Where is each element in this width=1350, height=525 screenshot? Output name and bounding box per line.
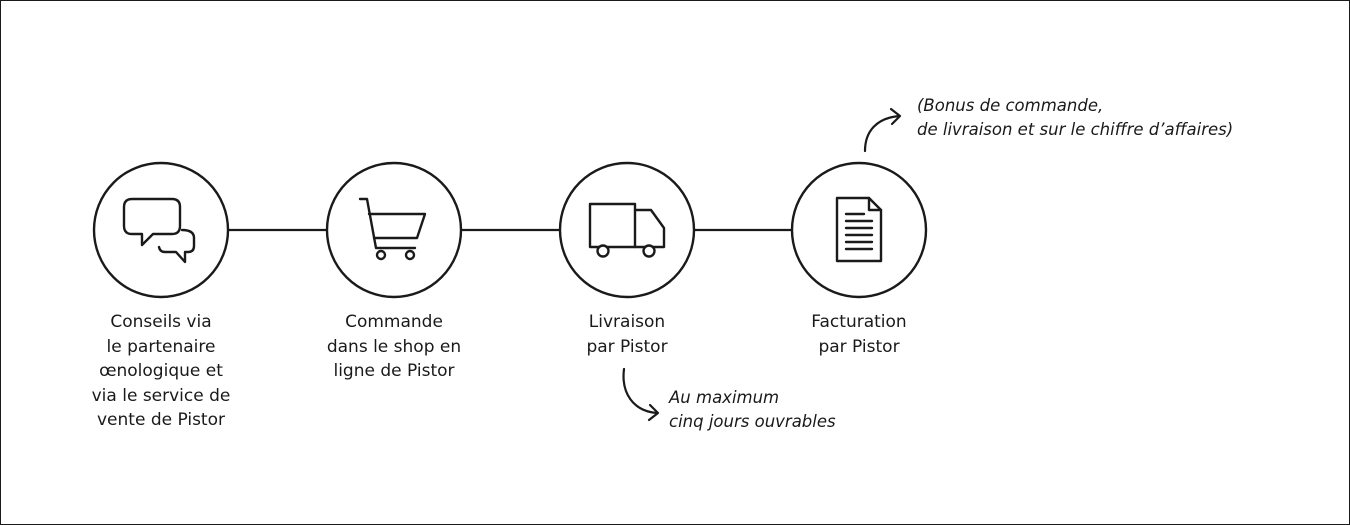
billing-bonus-note: (Bonus de commande, de livraison et sur …: [917, 96, 1234, 139]
step-circle: [325, 161, 463, 299]
shopping-cart-icon: [358, 197, 427, 261]
step-circle: [558, 161, 696, 299]
step-label-delivery: Livraison par Pistor: [586, 312, 668, 357]
curved-arrow-icon: [622, 367, 660, 422]
step-label-advice: Conseils via le partenaire œnologique et…: [91, 312, 231, 430]
delivery-truck-icon: [588, 202, 666, 258]
step-label-order: Commande dans le shop en ligne de Pistor: [326, 312, 462, 381]
step-circle: [790, 161, 928, 299]
curved-arrow-icon: [863, 107, 902, 153]
step-circle: [92, 161, 230, 299]
step-label-billing: Facturation par Pistor: [811, 312, 907, 357]
invoice-document-icon: [835, 196, 883, 263]
chat-bubbles-icon: [122, 197, 196, 264]
delivery-time-note: Au maximum cinq jours ouvrables: [669, 388, 836, 431]
